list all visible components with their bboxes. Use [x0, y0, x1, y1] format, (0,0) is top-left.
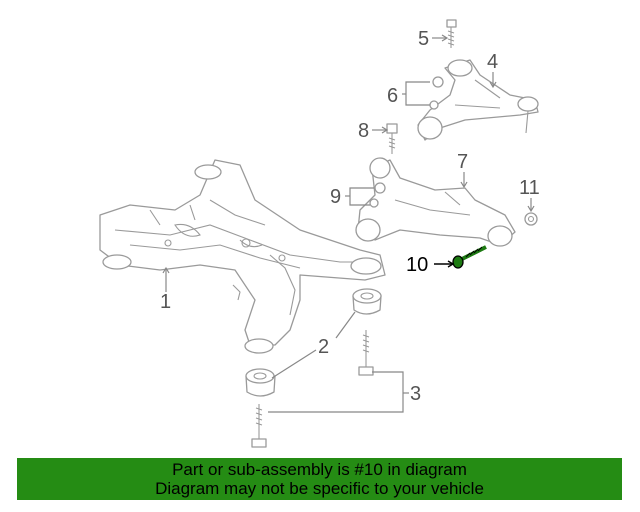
callout-3: 3 [410, 383, 421, 405]
mount-bushing-part-2 [245, 288, 382, 397]
upper-control-arm-part-4 [417, 59, 539, 141]
parts-diagram: 1 2 3 4 5 6 7 8 9 10 11 [99, 19, 540, 448]
subframe-part-1 [99, 159, 386, 354]
info-banner: Part or sub-assembly is #10 in diagram D… [17, 458, 622, 500]
callout-7: 7 [457, 151, 468, 173]
callout-9: 9 [330, 186, 341, 208]
callout-4: 4 [487, 51, 498, 73]
bolt-part-5 [446, 19, 457, 48]
callout-2: 2 [318, 336, 329, 358]
callout-8: 8 [358, 120, 369, 142]
callout-leaders [162, 34, 535, 413]
callout-10: 10 [406, 254, 428, 276]
bolt-part-10-highlighted [452, 245, 487, 269]
banner-line-1: Part or sub-assembly is #10 in diagram [172, 460, 467, 479]
mount-bolt-part-3 [251, 330, 374, 448]
lower-control-arm-part-7 [355, 157, 516, 247]
callout-1: 1 [160, 291, 171, 313]
banner-line-2: Diagram may not be specific to your vehi… [155, 479, 484, 498]
nut-part-11 [524, 212, 538, 226]
bolt-part-8 [386, 123, 398, 154]
callout-11: 11 [519, 177, 540, 199]
callout-5: 5 [418, 28, 429, 50]
callout-6: 6 [387, 85, 398, 107]
